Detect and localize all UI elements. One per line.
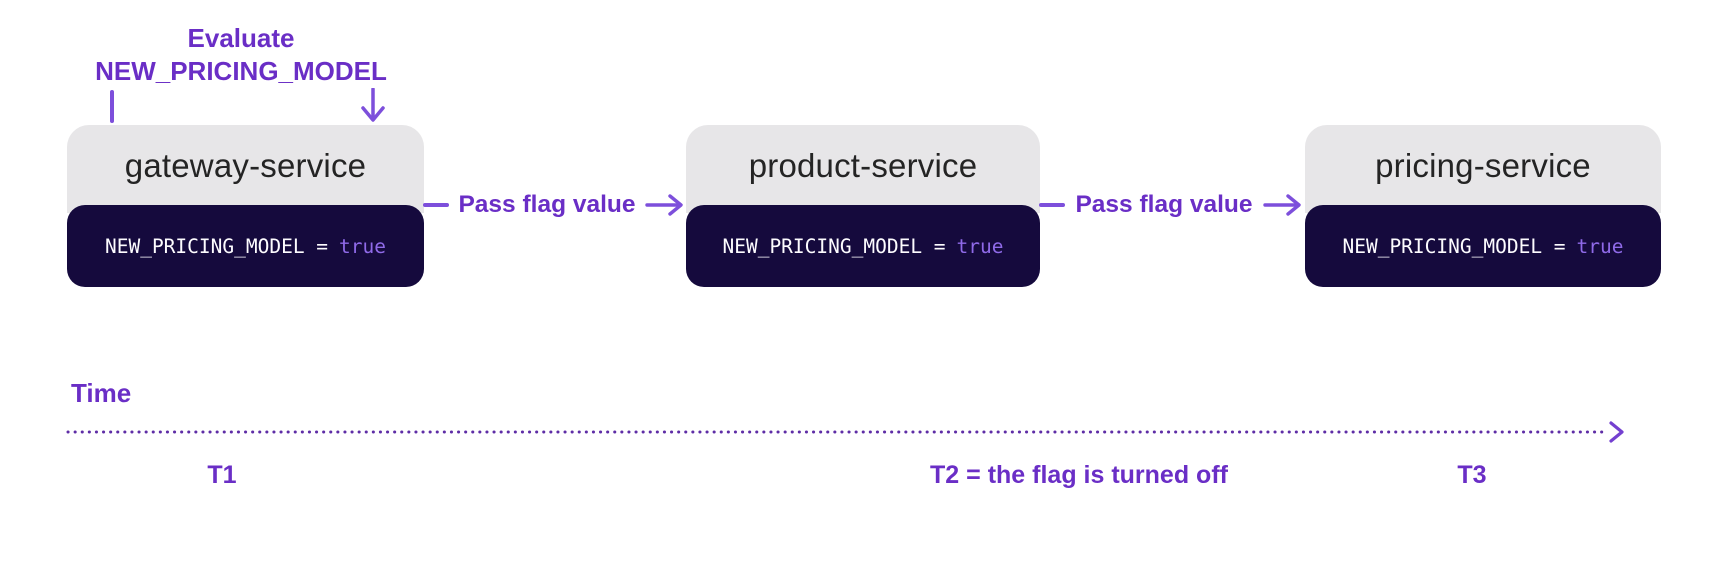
service-card-body: NEW_PRICING_MODEL = true bbox=[67, 205, 424, 287]
arrow-right-icon bbox=[645, 194, 683, 216]
service-card-header: pricing-service bbox=[1305, 125, 1661, 213]
connector-label: Pass flag value bbox=[1075, 191, 1253, 218]
timeline-marker-t2: T2 = the flag is turned off bbox=[930, 461, 1228, 489]
flag-value: true bbox=[956, 234, 1004, 258]
service-card-pricing: pricing-service NEW_PRICING_MODEL = true bbox=[1305, 125, 1661, 287]
connector-label: Pass flag value bbox=[458, 191, 636, 218]
service-card-body: NEW_PRICING_MODEL = true bbox=[686, 205, 1040, 287]
flag-code: NEW_PRICING_MODEL = true bbox=[722, 235, 1003, 258]
timeline-arrow-icon bbox=[1609, 421, 1624, 443]
evaluate-connector-line bbox=[110, 90, 114, 123]
connector-gateway-to-product: Pass flag value bbox=[423, 186, 687, 224]
service-name: product-service bbox=[748, 147, 978, 184]
service-card-header: product-service bbox=[686, 125, 1040, 213]
service-card-product: product-service NEW_PRICING_MODEL = true bbox=[686, 125, 1040, 287]
timeline-axis bbox=[66, 421, 1624, 443]
flag-value: true bbox=[339, 234, 387, 258]
flag-code: NEW_PRICING_MODEL = true bbox=[1342, 235, 1623, 258]
evaluate-annotation: Evaluate NEW_PRICING_MODEL bbox=[60, 22, 422, 88]
flag-name: NEW_PRICING_MODEL = bbox=[1342, 234, 1566, 258]
flag-name: NEW_PRICING_MODEL = bbox=[104, 234, 329, 258]
flag-code: NEW_PRICING_MODEL = true bbox=[105, 235, 386, 258]
service-card-body: NEW_PRICING_MODEL = true bbox=[1305, 205, 1661, 287]
flag-name: NEW_PRICING_MODEL = bbox=[722, 234, 946, 258]
connector-start-line bbox=[1039, 203, 1065, 207]
flag-value: true bbox=[1576, 234, 1624, 258]
service-card-header: gateway-service bbox=[67, 125, 424, 213]
timeline-marker-t3: T3 bbox=[1457, 461, 1487, 489]
evaluate-annotation-line2: NEW_PRICING_MODEL bbox=[95, 56, 387, 86]
timeline-label: Time bbox=[71, 378, 132, 408]
connector-product-to-pricing: Pass flag value bbox=[1039, 186, 1305, 224]
evaluate-annotation-line1: Evaluate bbox=[187, 23, 295, 53]
service-card-gateway: gateway-service NEW_PRICING_MODEL = true bbox=[67, 125, 424, 287]
service-name: pricing-service bbox=[1375, 147, 1591, 184]
service-name: gateway-service bbox=[124, 147, 367, 184]
timeline-marker-t1: T1 bbox=[207, 461, 237, 489]
arrow-down-icon bbox=[361, 88, 385, 122]
arrow-right-icon bbox=[1263, 194, 1301, 216]
connector-start-line bbox=[423, 203, 449, 207]
